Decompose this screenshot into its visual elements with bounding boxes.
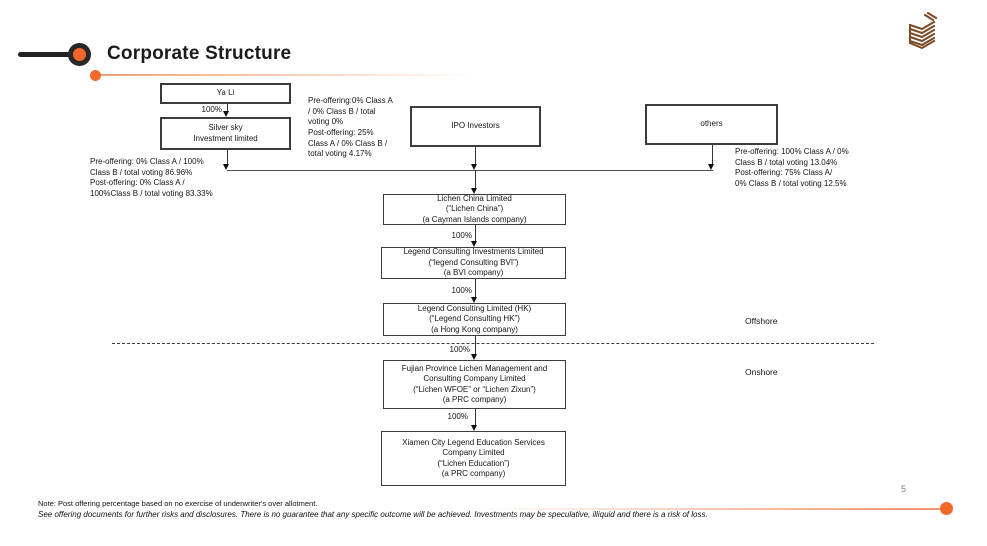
- ownership-note-others: Pre-offering: 100% Class A / 0% Class B …: [735, 147, 885, 190]
- page-number: 5: [901, 484, 907, 494]
- node-label: Silver sky: [208, 123, 243, 133]
- node-lichen-wfoe: Fujian Province Lichen Management and Co…: [383, 360, 566, 409]
- node-label: Consulting Company Limited: [423, 374, 526, 384]
- node-label: Xiamen City Legend Education Services: [402, 437, 545, 447]
- connector-line: [475, 147, 476, 165]
- annotation-line: Class B / total voting 86.96%: [90, 167, 193, 177]
- node-label: (a BVI company): [443, 268, 504, 278]
- arrow-down-icon: [223, 111, 229, 117]
- title-accent-bar: [18, 52, 78, 57]
- connector-line: [475, 225, 476, 241]
- connector-line: [475, 279, 476, 297]
- annotation-line: Post-offering: 75% Class A/: [735, 168, 833, 178]
- annotation-line: Post-offering: 25%: [308, 127, 374, 137]
- footer-dot-icon: [940, 502, 953, 515]
- edge-percentage-label: 100%: [447, 412, 468, 421]
- edge-percentage-label: 100%: [449, 345, 470, 354]
- node-label: (a Hong Kong company): [431, 324, 518, 334]
- edge-percentage-label: 100%: [451, 286, 472, 295]
- onshore-label: Onshore: [745, 367, 778, 377]
- node-label: Legend Consulting Limited (HK): [417, 303, 532, 313]
- arrow-down-icon: [708, 164, 714, 170]
- node-label: (“Lichen China”): [445, 204, 504, 214]
- annotation-line: Class A / 0% Class B /: [308, 138, 388, 148]
- node-label: (“Legend Consulting HK”): [429, 314, 520, 324]
- annotation-line: Pre-offering: 100% Class A / 0%: [735, 147, 849, 156]
- arrow-down-icon: [471, 188, 477, 194]
- node-label: Ya Li: [216, 88, 235, 98]
- node-label: Investment limited: [193, 133, 258, 143]
- connector-line: [475, 170, 476, 188]
- annotation-line: 100%Class B / total voting 83.33%: [90, 188, 213, 198]
- node-silver-sky: Silver sky Investment limited: [160, 117, 291, 150]
- arrow-down-icon: [471, 241, 477, 247]
- disclaimer-text: See offering documents for further risks…: [38, 510, 708, 519]
- arrow-down-icon: [471, 354, 477, 360]
- node-label: (a PRC company): [442, 394, 507, 404]
- ownership-note-silver-sky: Pre-offering: 0% Class A / 100% Class B …: [90, 157, 242, 200]
- offshore-onshore-divider: [112, 343, 874, 344]
- annotation-line: 0% Class B / total voting 12.5%: [735, 178, 847, 188]
- node-lichen-china: Lichen China Limited (“Lichen China”) (a…: [383, 194, 566, 225]
- node-label: Company Limited: [442, 448, 505, 458]
- connector-line: [227, 150, 228, 165]
- node-ya-li: Ya Li: [160, 83, 291, 104]
- divider-dot-icon: [90, 70, 101, 81]
- node-label: (a Cayman Islands company): [422, 214, 527, 224]
- connector-line: [712, 145, 713, 165]
- edge-percentage-label: 100%: [201, 105, 222, 114]
- node-label: IPO Investors: [451, 121, 500, 131]
- node-label: Fujian Province Lichen Management and: [401, 363, 548, 373]
- ownership-note-ipo: Pre-offering:0% Class A / 0% Class B / t…: [308, 96, 428, 160]
- node-lichen-education: Xiamen City Legend Education Services Co…: [381, 431, 566, 486]
- title-bullet-icon: [68, 43, 91, 66]
- footnote: Note: Post offering percentage based on …: [38, 499, 318, 508]
- edge-percentage-label: 100%: [451, 231, 472, 240]
- node-legend-consulting-hk: Legend Consulting Limited (HK) (“Legend …: [383, 303, 566, 336]
- connector-line: [475, 336, 476, 354]
- offshore-label: Offshore: [745, 316, 778, 326]
- node-label: Lichen China Limited: [437, 193, 512, 203]
- stacked-layers-logo-icon: [905, 11, 939, 55]
- page-title: Corporate Structure: [107, 43, 292, 64]
- node-others: others: [645, 104, 778, 145]
- node-label: (a PRC company): [441, 468, 506, 478]
- connector-bus-line: [227, 170, 713, 171]
- footer-divider-line: [480, 508, 942, 510]
- annotation-line: voting 0%: [308, 117, 344, 127]
- node-legend-consulting-bvi: Legend Consulting Investments Limited (“…: [381, 247, 566, 279]
- arrow-down-icon: [471, 164, 477, 170]
- annotation-line: / 0% Class B / total: [308, 106, 376, 116]
- node-ipo-investors: IPO Investors: [410, 106, 541, 147]
- annotation-line: Post-offering: 0% Class A /: [90, 178, 185, 188]
- node-label: (“Lichen Education”): [437, 458, 510, 468]
- arrow-down-icon: [223, 164, 229, 170]
- divider-line: [101, 74, 476, 76]
- connector-line: [227, 104, 228, 113]
- arrow-down-icon: [471, 425, 477, 431]
- annotation-line: Pre-offering: 0% Class A / 100%: [90, 157, 204, 166]
- annotation-line: Pre-offering:0% Class A: [308, 96, 393, 105]
- connector-line: [475, 409, 476, 425]
- node-label: Legend Consulting Investments Limited: [403, 247, 544, 257]
- arrow-down-icon: [471, 297, 477, 303]
- node-label: others: [700, 119, 723, 129]
- node-label: (“Lichen WFOE” or “Lichen Zixun”): [413, 384, 536, 394]
- node-label: (“legend Consulting BVI”): [428, 257, 519, 267]
- annotation-line: total voting 4.17%: [308, 149, 372, 159]
- annotation-line: Class B / total voting 13.04%: [735, 157, 838, 167]
